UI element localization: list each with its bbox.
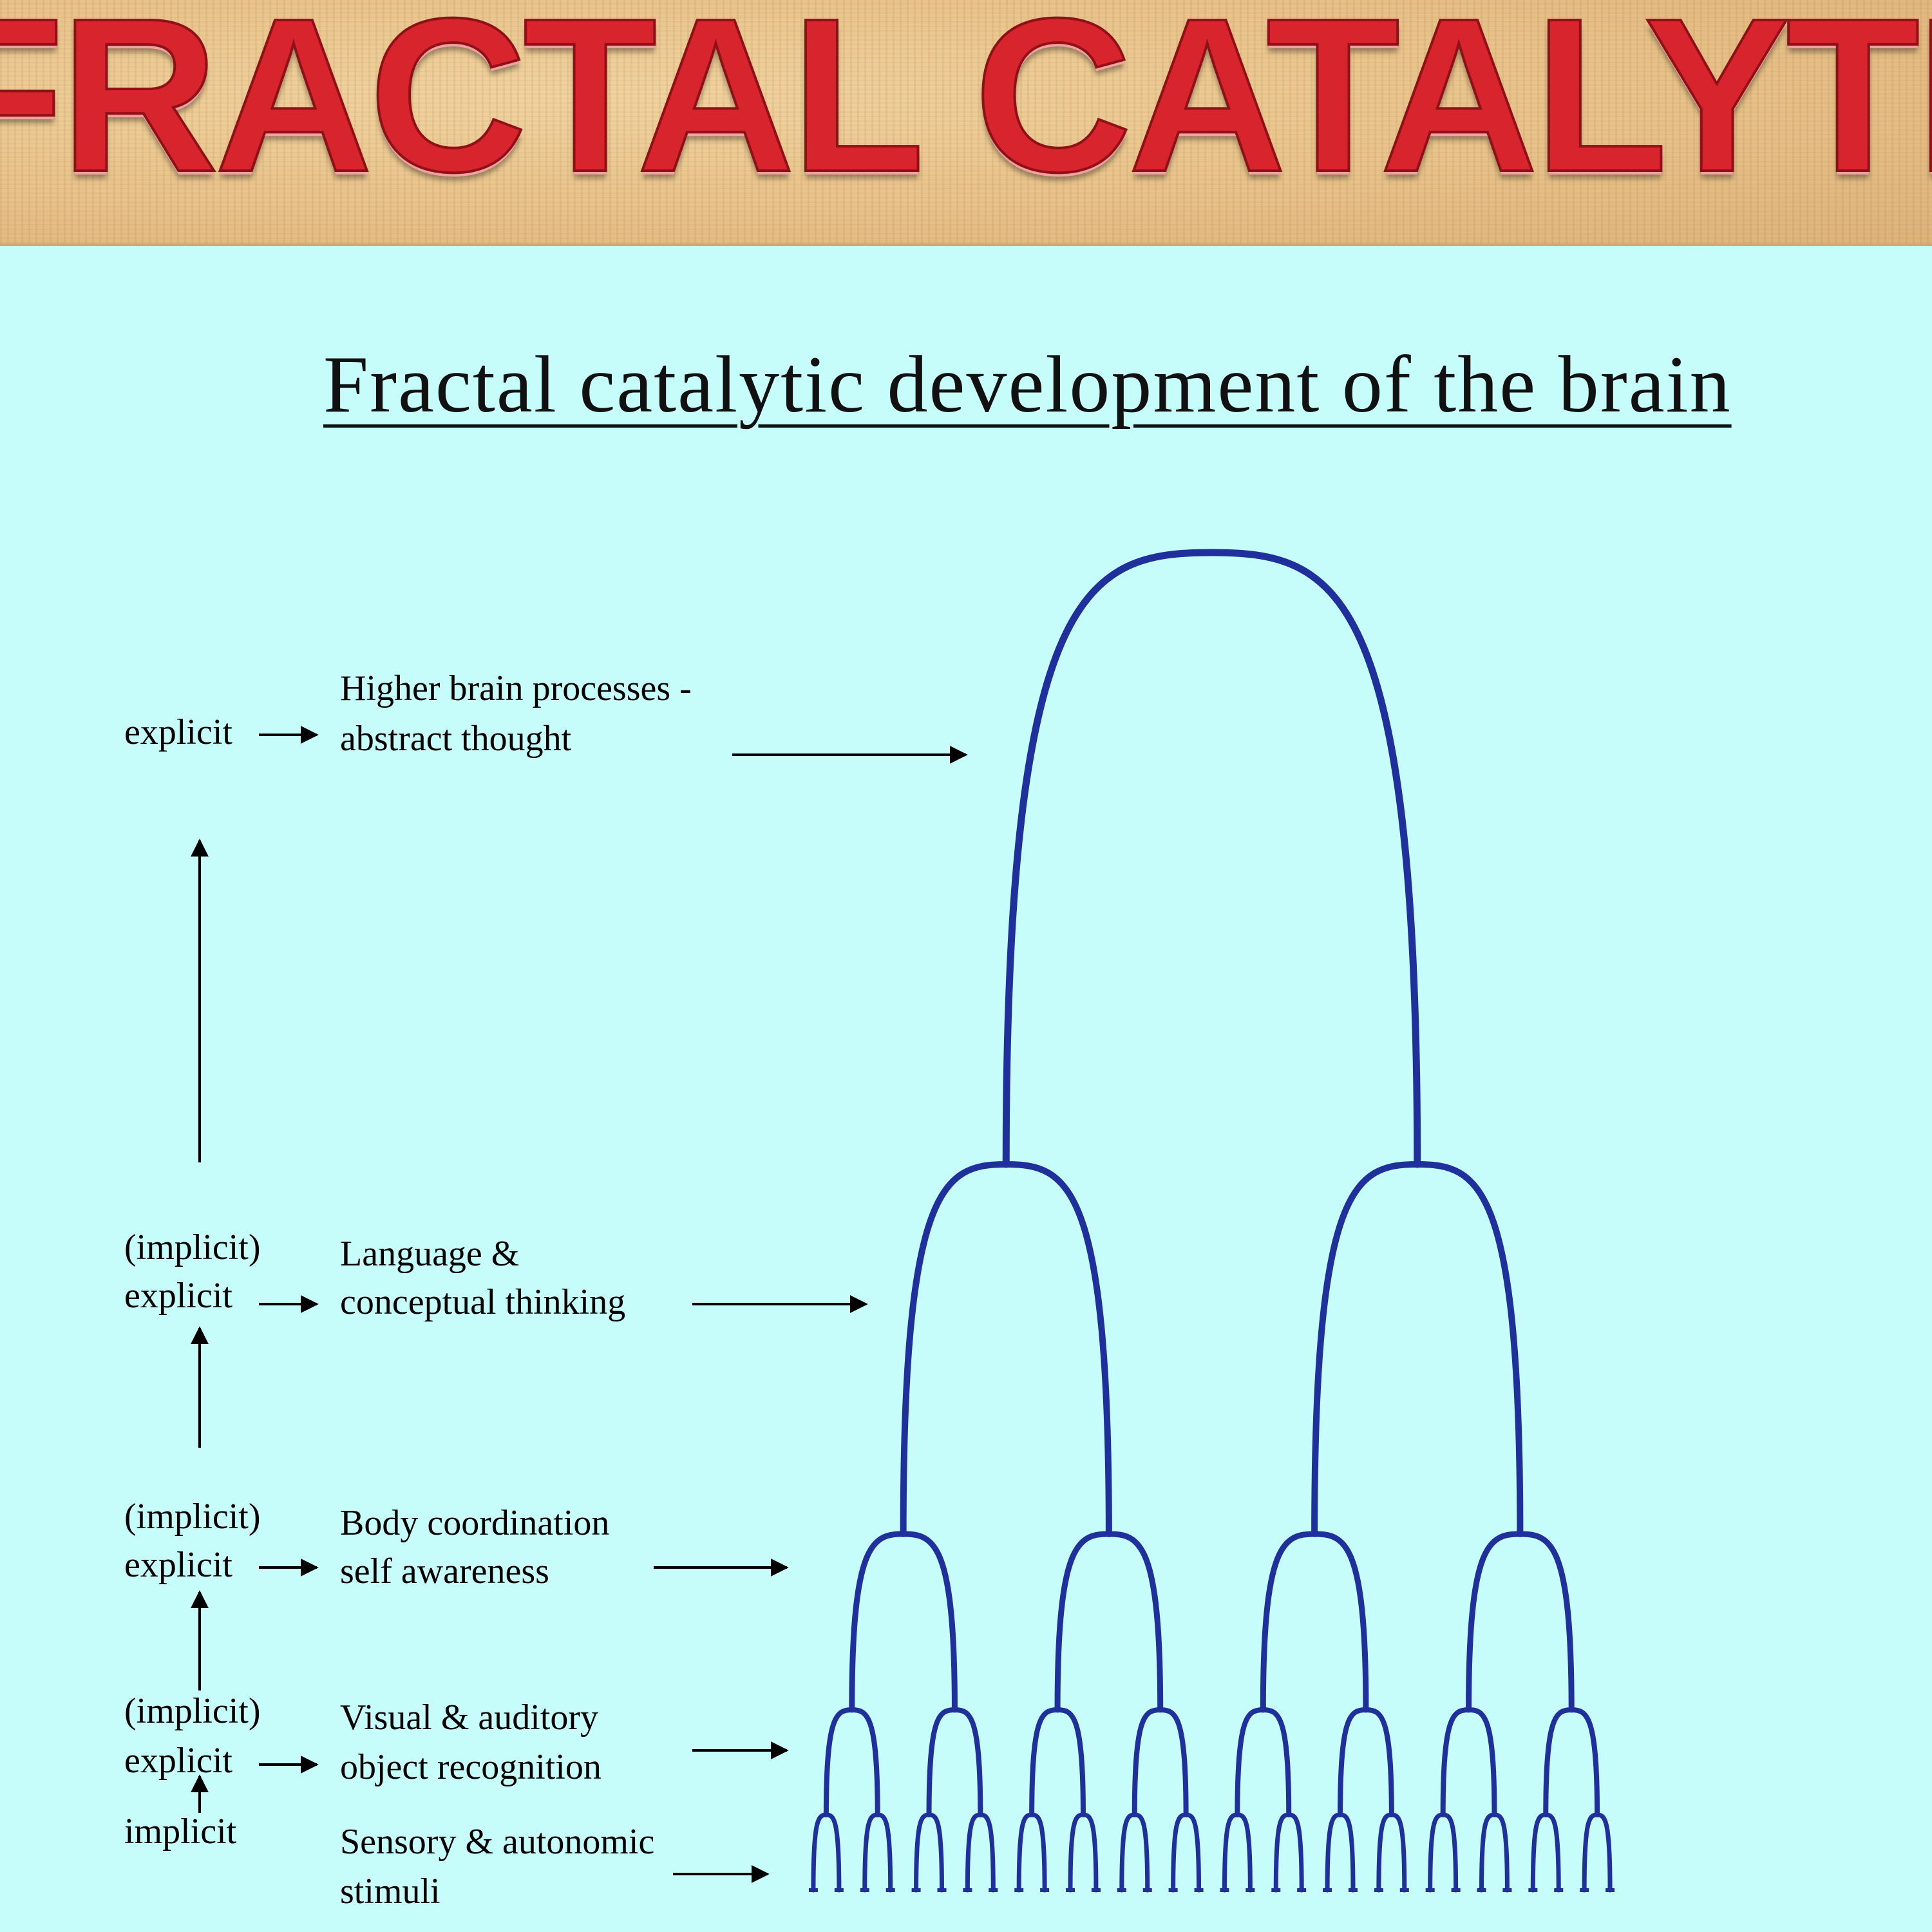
fractal-tree xyxy=(808,549,1615,1893)
tree-arch-level-3 xyxy=(823,1707,880,1817)
level-visual-auditory: (implicit) explicit Visual & auditory ob… xyxy=(124,1691,789,1787)
tree-arch-level-1 xyxy=(900,1160,1112,1537)
diagram-title: Fractal catalytic development of the bra… xyxy=(323,340,1732,430)
level-label-line-2: object recognition xyxy=(340,1747,601,1787)
mode-label-implicit: implicit xyxy=(124,1812,237,1852)
tree-arch-level-0 xyxy=(1002,549,1421,1168)
tree-arch-level-4 xyxy=(1428,1812,1459,1893)
level-label-line-2: abstract thought xyxy=(340,719,572,759)
tree-arch-level-2 xyxy=(849,1531,958,1713)
mode-label-explicit: explicit xyxy=(124,1545,232,1585)
level-label-line-1: Body coordination xyxy=(340,1503,609,1543)
mode-label-implicit: (implicit) xyxy=(124,1227,261,1267)
banner-title: FRACTAL CATALYTIC TH xyxy=(0,0,1932,218)
tree-arch-level-1 xyxy=(1311,1160,1524,1537)
tree-arch-level-4 xyxy=(1273,1812,1304,1893)
tree-arch-level-3 xyxy=(926,1707,983,1817)
tree-arch-level-4 xyxy=(1530,1812,1561,1893)
tree-arch-level-4 xyxy=(1222,1812,1253,1893)
level-label-line-2: conceptual thinking xyxy=(340,1282,625,1322)
tree-arch-level-4 xyxy=(811,1812,842,1893)
tree-arch-level-4 xyxy=(1325,1812,1356,1893)
tree-arch-level-4 xyxy=(862,1812,893,1893)
tree-arch-level-4 xyxy=(1119,1812,1150,1893)
level-label-line-1: Sensory & autonomic xyxy=(340,1822,654,1862)
level-higher-brain: explicit Higher brain processes - abstra… xyxy=(124,668,968,764)
tree-arch-level-2 xyxy=(1260,1531,1369,1713)
tree-arch-level-2 xyxy=(1054,1531,1164,1713)
level-label-line-2: self awareness xyxy=(340,1551,549,1591)
tree-arch-level-4 xyxy=(1479,1812,1510,1893)
tree-arch-level-4 xyxy=(1068,1812,1099,1893)
tree-arch-level-3 xyxy=(1338,1707,1394,1817)
mode-label-implicit: (implicit) xyxy=(124,1691,261,1731)
mode-label-implicit: (implicit) xyxy=(124,1497,261,1537)
tree-arch-level-4 xyxy=(965,1812,996,1893)
level-label-line-1: Higher brain processes - xyxy=(340,668,692,708)
tree-arch-level-4 xyxy=(1376,1812,1407,1893)
level-language: (implicit) explicit Language & conceptua… xyxy=(124,1227,868,1322)
tree-arch-level-3 xyxy=(1132,1707,1189,1817)
level-label-line-1: Visual & auditory xyxy=(340,1698,598,1738)
level-label-line-2: stimuli xyxy=(340,1871,440,1911)
mode-label-explicit: explicit xyxy=(124,1741,232,1781)
tree-arch-level-4 xyxy=(1582,1812,1613,1893)
mode-label-explicit: explicit xyxy=(124,1276,232,1316)
tree-arch-level-4 xyxy=(1016,1812,1047,1893)
level-sensory: implicit Sensory & autonomic stimuli xyxy=(124,1812,770,1911)
tree-arch-level-3 xyxy=(1543,1707,1600,1817)
tree-arch-level-2 xyxy=(1466,1531,1575,1713)
title-banner: FRACTAL CATALYTIC TH xyxy=(0,0,1932,246)
tree-arch-level-4 xyxy=(914,1812,944,1893)
tree-arch-level-4 xyxy=(1171,1812,1202,1893)
mode-label-explicit: explicit xyxy=(124,712,232,752)
tree-arch-level-3 xyxy=(1440,1707,1497,1817)
tree-arch-level-3 xyxy=(1235,1707,1292,1817)
level-body-coordination: (implicit) explicit Body coordination se… xyxy=(124,1497,789,1591)
level-label-line-1: Language & xyxy=(340,1234,519,1274)
tree-arch-level-3 xyxy=(1029,1707,1086,1817)
